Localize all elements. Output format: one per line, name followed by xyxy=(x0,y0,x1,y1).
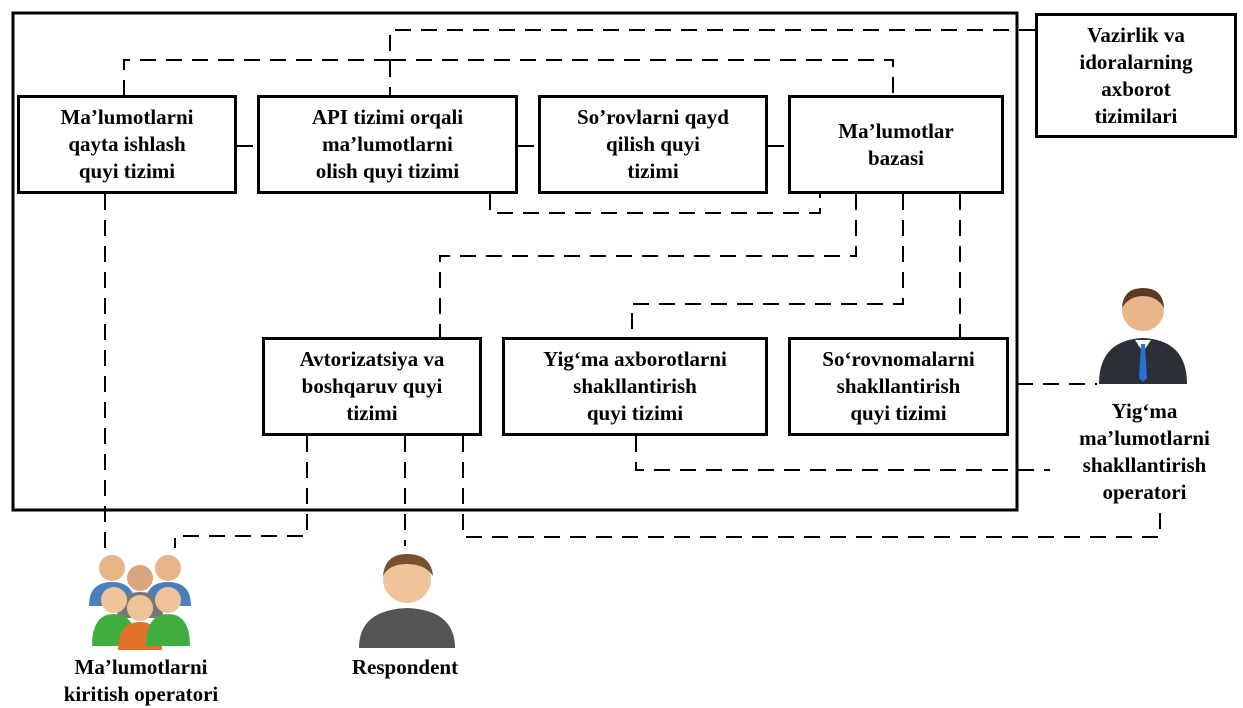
processing-subsystem-label: Ma’lumotlarni qayta ishlash quyi tizimi xyxy=(60,105,194,183)
respondent-label: Respondent xyxy=(351,655,459,679)
data-entry-operator-label: Ma’lumotlarni kiritish operatori xyxy=(63,655,219,706)
ministries-systems-label: Vazirlik va idoralarning axborot tizimil… xyxy=(1079,22,1193,128)
auth-subsystem-box: Avtorizatsiya va boshqaruv quyi tizimi xyxy=(262,337,482,436)
survey-subsystem-label: So‘rovnomalarni shakllantirish quyi tizi… xyxy=(822,347,975,425)
line-ministries-processing xyxy=(123,59,390,95)
requests-subsystem-box: So’rovlarni qayd qilish quyi tizimi xyxy=(538,95,768,194)
line-auth-summary-operator xyxy=(462,436,1161,538)
database-box: Ma’lumotlar bazasi xyxy=(788,95,1004,194)
database-label: Ma’lumotlar bazasi xyxy=(838,118,954,170)
line-ministries-api xyxy=(389,29,1035,95)
summary-subsystem-box: Yig‘ma axborotlarni shakllantirish quyi … xyxy=(502,337,768,436)
line-ministries-database xyxy=(390,59,894,95)
line-auth-dataentry xyxy=(174,436,308,548)
ministries-systems-box: Vazirlik va idoralarning axborot tizimil… xyxy=(1035,13,1237,138)
connectors xyxy=(104,29,1161,548)
api-subsystem-label: API tizimi orqali ma’lumotlarni olish qu… xyxy=(311,105,464,183)
line-database-summary xyxy=(631,194,904,337)
user-group-icon xyxy=(89,555,191,650)
line-summary-operator xyxy=(635,436,1050,471)
respondent-icon xyxy=(359,554,455,648)
api-subsystem-box: API tizimi orqali ma’lumotlarni olish qu… xyxy=(257,95,518,194)
auth-subsystem-label: Avtorizatsiya va boshqaruv quyi tizimi xyxy=(299,347,445,425)
line-api-database-loop xyxy=(489,194,821,214)
summary-operator-label: Yig‘ma ma’lumotlarni shakllantirish oper… xyxy=(1079,399,1210,504)
survey-subsystem-box: So‘rovnomalarni shakllantirish quyi tizi… xyxy=(788,337,1009,436)
line-database-auth xyxy=(439,194,857,337)
system-boundary xyxy=(11,11,1019,512)
summary-subsystem-label: Yig‘ma axborotlarni shakllantirish quyi … xyxy=(543,347,727,425)
requests-subsystem-label: So’rovlarni qayd qilish quyi tizimi xyxy=(577,105,729,183)
processing-subsystem-box: Ma’lumotlarni qayta ishlash quyi tizimi xyxy=(17,95,237,194)
businessman-icon xyxy=(1099,288,1187,384)
